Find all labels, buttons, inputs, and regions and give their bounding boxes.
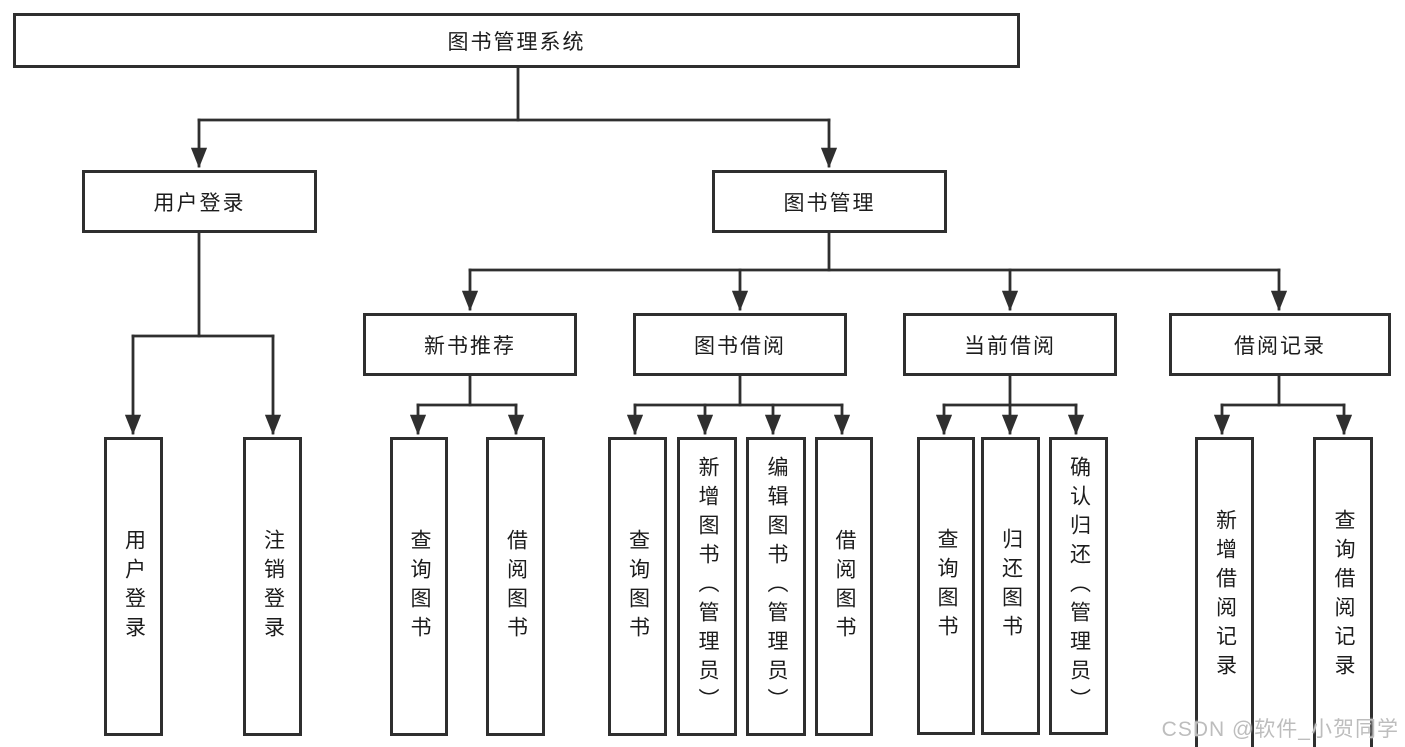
leaf-add-book-admin: 新增图书（管理员） [677,437,737,736]
leaf-user-login: 用户登录 [104,437,163,736]
node-library-management-system: 图书管理系统 [13,13,1020,68]
node-book-management: 图书管理 [712,170,947,233]
leaf-logout-login: 注销登录 [243,437,302,736]
leaf-edit-book-admin: 编辑图书（管理员） [746,437,806,736]
watermark: CSDN @软件_小贺同学 [1161,718,1399,741]
leaf-query-borrow-record: 查询借阅记录 [1313,437,1373,747]
leaf-confirm-return-admin: 确认归还（管理员） [1049,437,1108,735]
node-borrowing-records: 借阅记录 [1169,313,1391,376]
node-user-login: 用户登录 [82,170,317,233]
leaf-borrow-books-borrowing: 借阅图书 [815,437,873,736]
node-current-borrowing: 当前借阅 [903,313,1117,376]
leaf-query-books-borrowing: 查询图书 [608,437,667,736]
node-book-borrowing: 图书借阅 [633,313,847,376]
node-new-book-recommendation: 新书推荐 [363,313,577,376]
leaf-borrow-books-recommend: 借阅图书 [486,437,545,736]
leaf-return-books: 归还图书 [981,437,1040,735]
leaf-query-books-recommend: 查询图书 [390,437,448,736]
leaf-query-books-current: 查询图书 [917,437,975,735]
leaf-add-borrow-record: 新增借阅记录 [1195,437,1254,747]
